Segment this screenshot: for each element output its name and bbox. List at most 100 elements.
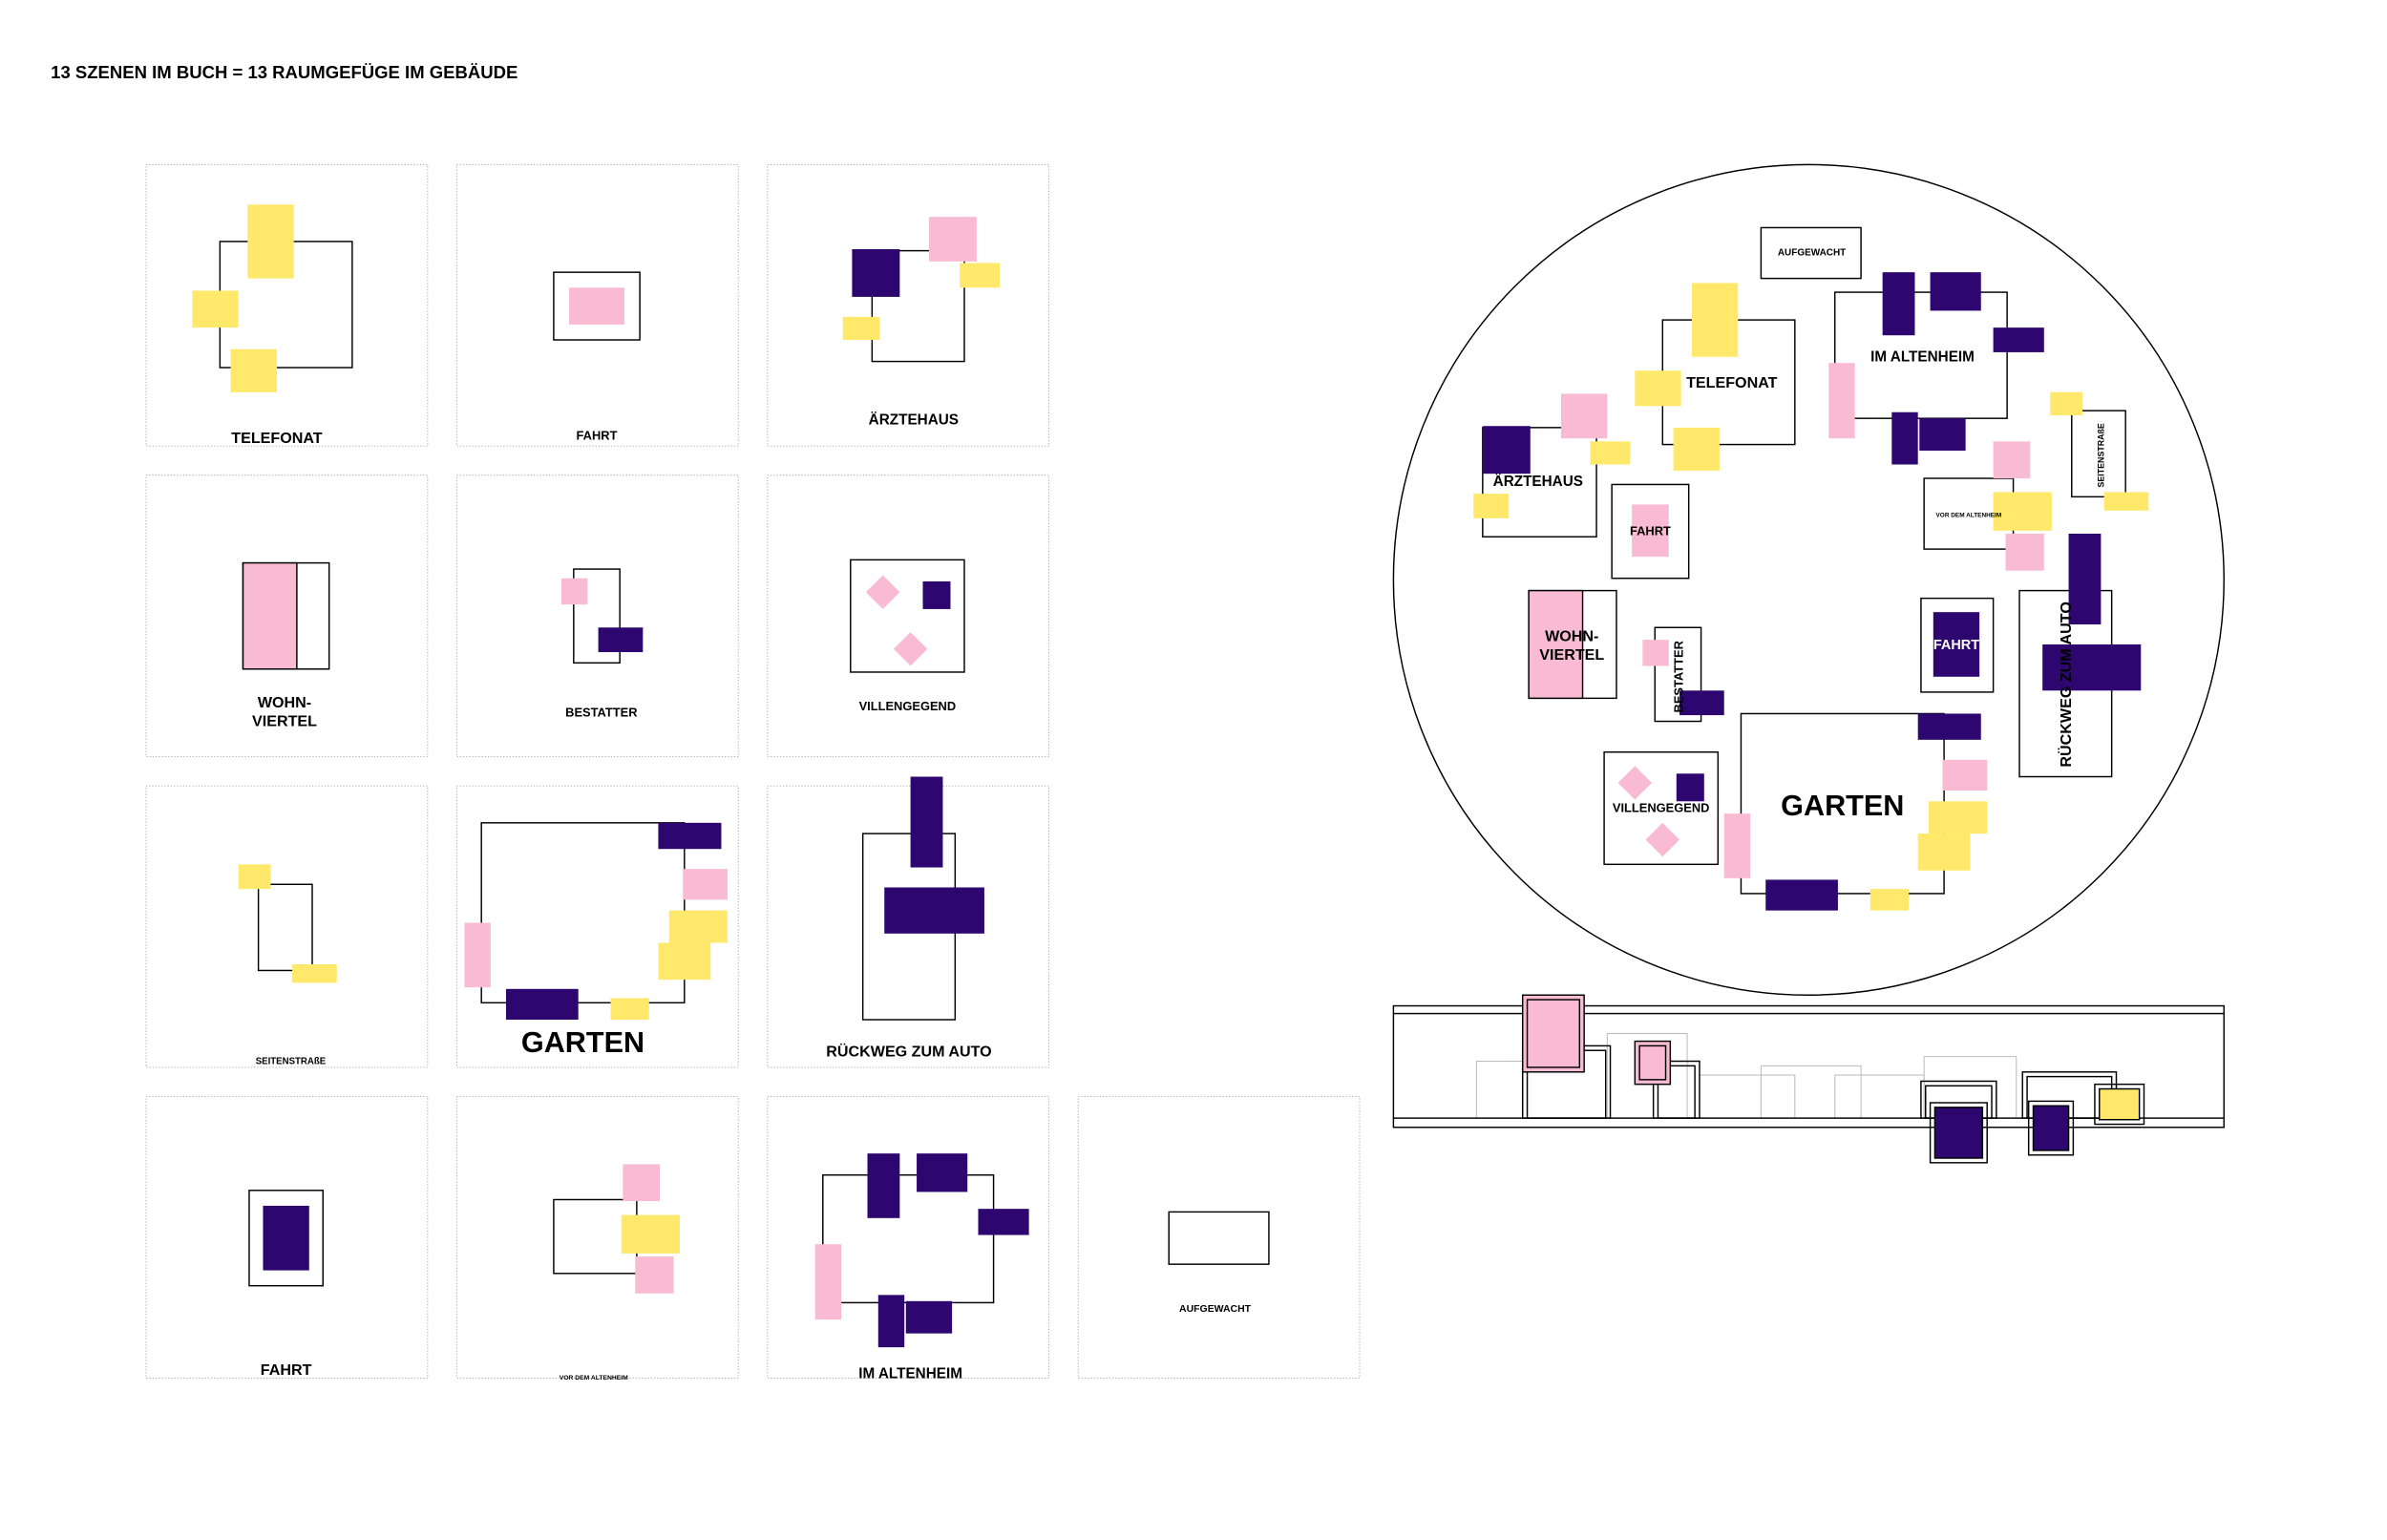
yellow-block — [1473, 494, 1510, 518]
scene-label-line: WOHN- — [258, 694, 311, 711]
scene-label: VILLENGEGEND — [859, 699, 957, 713]
yellow-block — [1635, 370, 1681, 407]
section-frame — [1657, 1065, 1696, 1119]
purple-block — [263, 1205, 309, 1271]
pink-block — [1526, 999, 1581, 1068]
pink-block — [464, 922, 491, 988]
pink-block — [814, 1244, 842, 1320]
room-outline — [2071, 410, 2126, 498]
yellow-block — [668, 910, 728, 943]
scene-tile — [455, 785, 739, 1068]
scene-tile — [145, 163, 429, 447]
yellow-block — [1590, 441, 1631, 465]
scene-tile — [767, 785, 1050, 1068]
room-outline — [850, 559, 965, 673]
scene-fahrt-pink: FAHRT — [455, 163, 739, 447]
room-outline — [573, 568, 621, 665]
purple-block — [1482, 426, 1531, 475]
pink-block — [623, 1164, 661, 1202]
purple-block — [978, 1209, 1029, 1235]
yellow-block — [2050, 391, 2083, 415]
pink-block — [1942, 759, 1988, 791]
purple-block — [505, 988, 579, 1021]
purple-block — [598, 627, 644, 653]
pink-block — [1632, 504, 1669, 558]
purple-block — [1917, 713, 1981, 740]
room-outline — [480, 822, 686, 1004]
scene-vor-dem-altenheim: VOR DEM ALTENHEIM — [455, 1096, 739, 1382]
purple-block — [1933, 612, 1980, 677]
plan-label-garten: GARTEN — [1781, 790, 1904, 822]
pink-block — [1638, 1044, 1667, 1081]
section-outline-gray — [1699, 1074, 1796, 1119]
room-outline — [1654, 626, 1702, 723]
purple-block — [1919, 418, 1966, 452]
scene-label: IM ALTENHEIM — [858, 1365, 962, 1382]
plan-label-bestatter: BESTATTER — [1671, 640, 1685, 712]
scene-label: SEITENSTRAßE — [256, 1057, 327, 1067]
purple-block — [1679, 690, 1724, 716]
yellow-block — [1993, 492, 2052, 531]
room-outline — [1611, 483, 1690, 580]
yellow-block — [1917, 833, 1971, 871]
pink-diamond — [893, 632, 928, 666]
purple-block — [910, 776, 943, 868]
scene-bestatter: BESTATTER — [455, 475, 739, 758]
scene-label: BESTATTER — [565, 706, 638, 720]
pink-diamond — [1617, 766, 1653, 800]
room-outline — [1603, 751, 1720, 866]
yellow-block — [1928, 801, 1988, 834]
pink-block — [242, 561, 298, 670]
yellow-block — [1869, 889, 1910, 911]
scene-label: FAHRT — [261, 1361, 312, 1379]
scene-tile — [767, 1096, 1050, 1379]
plan-label-telefonat: TELEFONAT — [1686, 374, 1778, 391]
pink-block — [2005, 533, 2044, 571]
scene-label: RÜCKWEG ZUM AUTO — [826, 1043, 991, 1061]
yellow-block — [238, 864, 271, 890]
page-title: 13 SZENEN IM BUCH = 13 RAUMGEFÜGE IM GEB… — [51, 62, 518, 82]
room-outline — [1920, 597, 1995, 693]
plan-label-aufgewacht: AUFGEWACHT — [1778, 247, 1846, 258]
scene-label: GARTEN — [521, 1026, 644, 1059]
plan-label-rueckweg: RÜCKWEG ZUM AUTO — [2057, 601, 2075, 767]
pink-block — [560, 578, 588, 605]
room-outline — [1482, 427, 1597, 538]
scene-tile — [455, 1096, 739, 1379]
scene-label: FAHRT — [577, 429, 618, 443]
yellow-block — [842, 316, 880, 341]
yellow-block — [292, 964, 337, 983]
scene-fahrt-purple: FAHRT — [145, 1096, 429, 1379]
scene-seitenstrasse: SEITENSTRAßE — [145, 785, 429, 1068]
pink-block — [1723, 813, 1751, 878]
purple-block — [852, 248, 900, 297]
section-top-band — [1392, 1004, 2225, 1015]
purple-block — [917, 1153, 968, 1192]
yellow-block — [1691, 283, 1739, 357]
plan-label-villengegend: VILLENGEGEND — [1613, 801, 1710, 815]
purple-block — [867, 1153, 900, 1218]
purple-block — [905, 1300, 953, 1334]
section-strip — [1392, 994, 2225, 1164]
scene-villengegend: VILLENGEGEND — [767, 475, 1050, 758]
scene-tile — [145, 1096, 429, 1379]
purple-block — [1882, 272, 1915, 336]
scene-label: TELEFONAT — [231, 430, 323, 447]
room-outline — [1168, 1211, 1270, 1265]
yellow-block — [960, 263, 1001, 288]
plan-label-fahrt: FAHRT — [1933, 638, 1979, 653]
section-frame — [2027, 1100, 2075, 1156]
yellow-block — [1673, 427, 1720, 471]
purple-block — [1765, 879, 1838, 911]
plan-label-fahrt: FAHRT — [1630, 524, 1671, 538]
purple-block — [922, 580, 951, 609]
purple-block — [1891, 411, 1918, 465]
plan-label-im-altenheim: IM ALTENHEIM — [1870, 349, 1975, 366]
room-outline — [248, 1190, 324, 1287]
purple-block — [1676, 773, 1704, 802]
plan-label-aerztehaus: ÄRZTEHAUS — [1493, 474, 1583, 490]
plan-label-seitenstrasse: SEITENSTRAßE — [2097, 423, 2106, 487]
yellow-block — [610, 998, 649, 1021]
section-outline-gray — [1834, 1074, 1925, 1119]
